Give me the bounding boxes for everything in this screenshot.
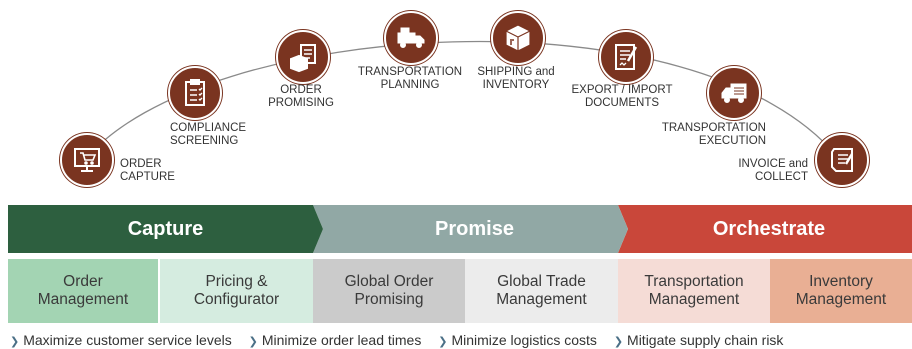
benefit-text: Minimize order lead times [261, 332, 422, 348]
step-invoice-collect-label: INVOICE and COLLECT [738, 158, 808, 183]
benefit-item: ❯Mitigate supply chain risk [614, 332, 784, 348]
step-transportation-planning-icon [384, 11, 438, 65]
benefit-item: ❯Minimize order lead times [249, 332, 422, 348]
capability-inventory-management: Inventory Management [770, 259, 912, 323]
benefit-text: Minimize logistics costs [451, 332, 597, 348]
chevron-right-icon: ❯ [10, 336, 20, 348]
step-shipping-inventory-label: SHIPPING and INVENTORY [477, 66, 555, 91]
step-order-capture-icon [60, 133, 114, 187]
step-shipping-inventory-icon [491, 11, 545, 65]
step-transportation-planning-label: TRANSPORTATION PLANNING [357, 66, 463, 91]
step-transportation-execution-label: TRANSPORTATION EXECUTION [661, 122, 766, 147]
step-export-import-documents-icon [599, 30, 653, 84]
step-export-import-documents-label: EXPORT / IMPORT DOCUMENTS [571, 84, 673, 109]
benefit-item: ❯Minimize logistics costs [438, 332, 597, 348]
capability-global-order-promising: Global Order Promising [313, 259, 465, 323]
phase-capture: Capture [8, 205, 323, 253]
capability-global-trade-management: Global Trade Management [465, 259, 618, 323]
phase-capture-label: Capture [127, 217, 204, 240]
capability-order-management: Order Management [8, 259, 158, 323]
phase-orchestrate-label: Orchestrate [712, 217, 826, 240]
step-invoice-collect-icon [815, 133, 869, 187]
step-compliance-screening-icon [168, 66, 222, 120]
benefit-item: ❯Maximize customer service levels [10, 332, 232, 348]
chevron-right-icon: ❯ [613, 336, 624, 348]
benefit-text: Maximize customer service levels [23, 332, 232, 348]
phase-orchestrate: Orchestrate [618, 205, 912, 253]
step-transportation-execution-icon [707, 66, 761, 120]
capability-transportation-management: Transportation Management [618, 259, 770, 323]
benefit-text: Mitigate supply chain risk [627, 332, 784, 348]
capability-pricing-configurator: Pricing & Configurator [160, 259, 313, 323]
step-order-capture-label: ORDER CAPTURE [120, 158, 175, 183]
step-order-promising-label: ORDER PROMISING [268, 84, 334, 109]
step-compliance-screening-label: COMPLIANCE SCREENING [170, 122, 247, 147]
step-order-promising-icon [276, 30, 330, 84]
chevron-right-icon: ❯ [248, 336, 258, 348]
phase-promise-label: Promise [435, 217, 514, 240]
phase-promise: Promise [313, 205, 628, 253]
benefits-row: ❯Maximize customer service levels ❯Minim… [10, 332, 796, 348]
chevron-right-icon: ❯ [438, 336, 448, 348]
